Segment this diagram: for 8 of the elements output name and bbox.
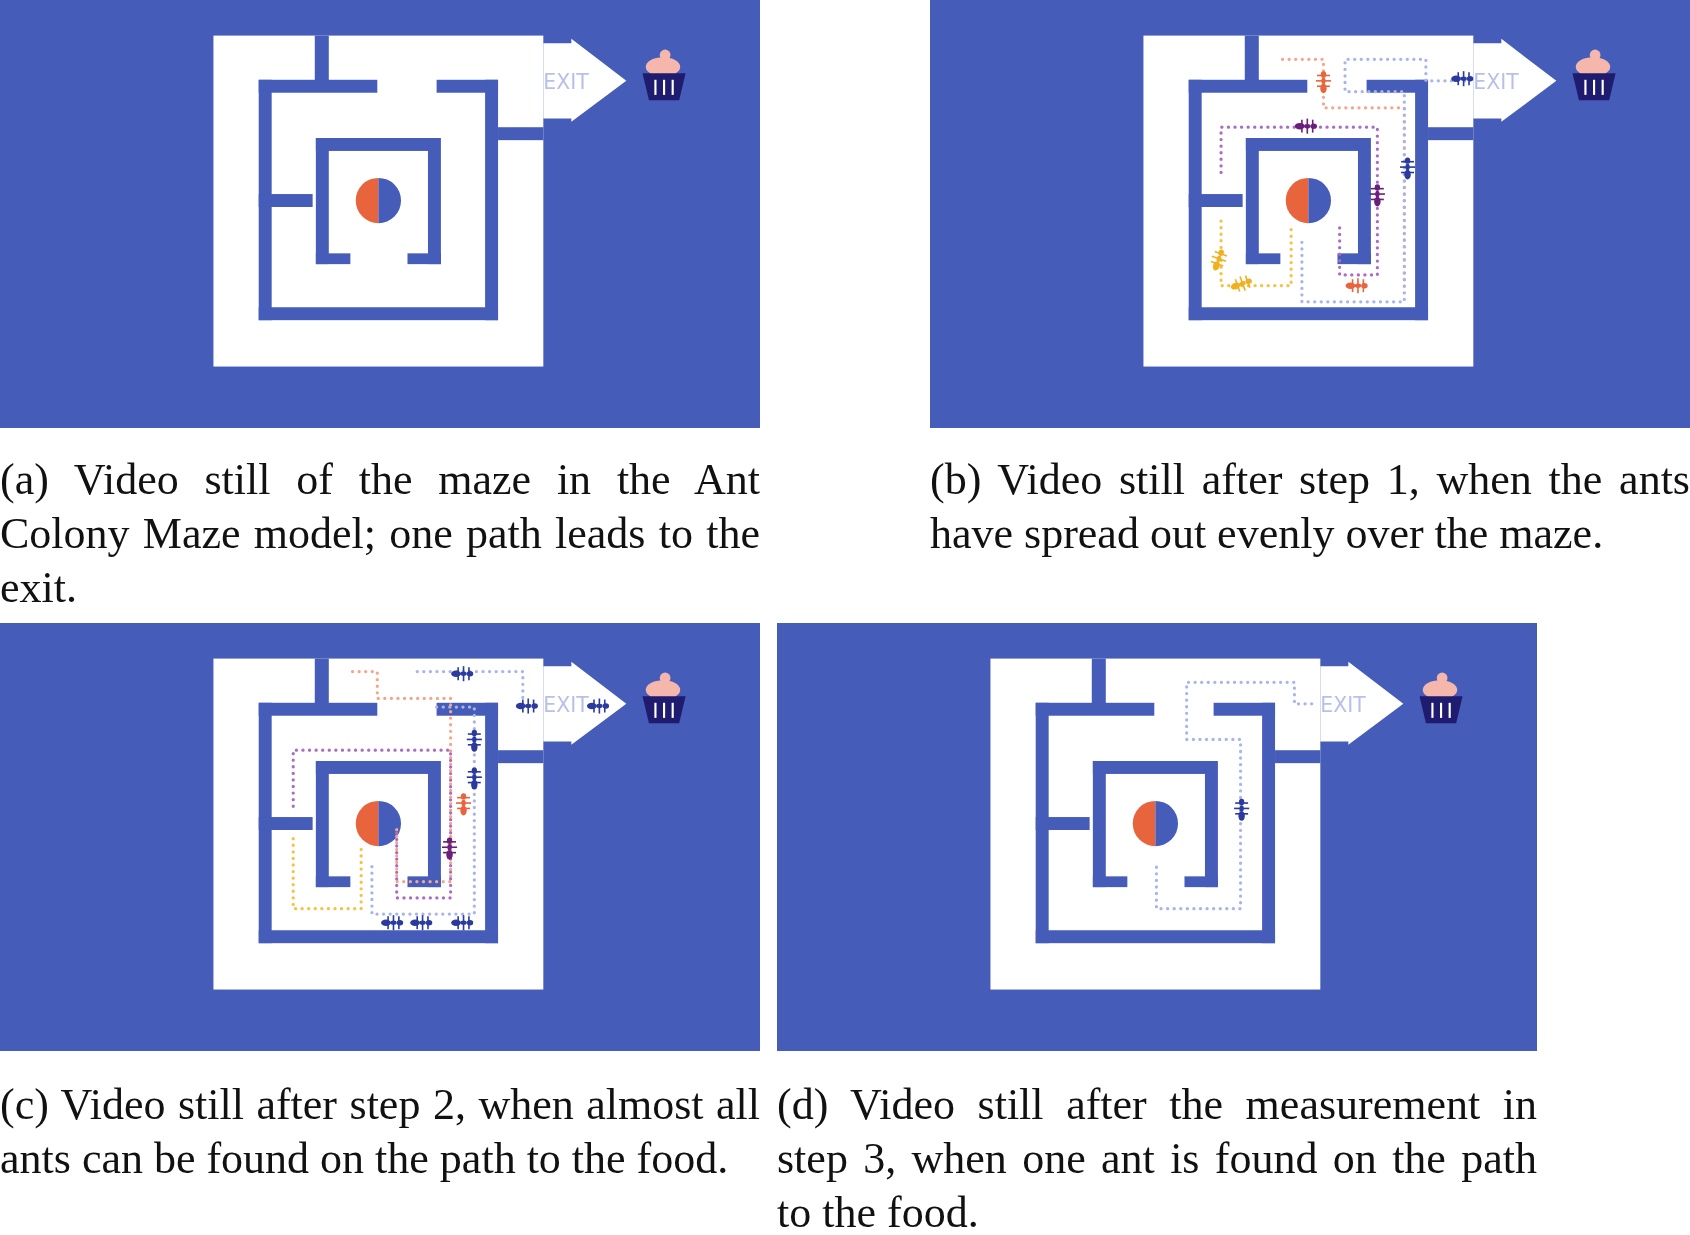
caption: (c) Video still after step 2, when almost all ants can be found on the path to the food. [0, 1079, 760, 1185]
caption: (b) Video still after step 1, when the ants have spread out evenly over the maze. [930, 454, 1690, 560]
exit-label: EXIT [1320, 693, 1366, 718]
caption: (d) Video still after the measurement in step 3, when one ant is found on the path to the food. [777, 1079, 1537, 1235]
caption: (a) Video still of the maze in the Ant Colony Maze model; one path leads to the exit. [0, 454, 760, 614]
exit-label: EXIT [543, 70, 589, 95]
exit-label: EXIT [1473, 70, 1519, 95]
exit-label: EXIT [543, 693, 589, 718]
